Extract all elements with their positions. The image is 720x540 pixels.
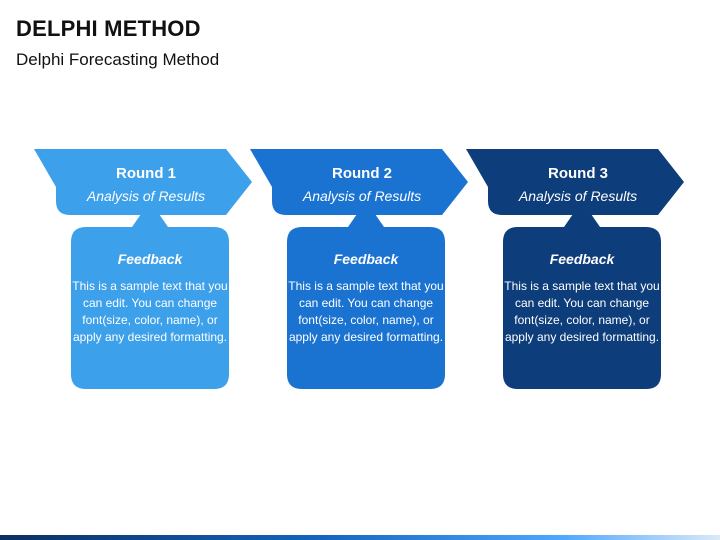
round-2-arrow	[250, 149, 468, 215]
round-2-feedback-card	[287, 214, 445, 389]
round-2-sublabel: Analysis of Results	[302, 188, 422, 204]
round-2-feedback-title: Feedback	[333, 251, 399, 267]
round-1-arrow	[34, 149, 252, 215]
round-2-feedback-text: This is a sample text that you can edit.…	[288, 279, 444, 344]
round-2-label: Round 2	[332, 165, 392, 182]
round-1-label: Round 1	[116, 165, 176, 182]
round-3-sublabel: Analysis of Results	[518, 188, 638, 204]
round-3-label: Round 3	[548, 165, 608, 182]
round-step-2: Round 2 Analysis of Results Feedback Thi…	[246, 0, 486, 540]
bottom-accent-bar	[0, 535, 720, 540]
round-2-shapes	[250, 149, 468, 389]
round-1-feedback-text: This is a sample text that you can edit.…	[72, 279, 228, 344]
page-title: DELPHI METHOD	[16, 16, 201, 41]
round-1-shapes	[34, 149, 252, 389]
page-subtitle: Delphi Forecasting Method	[16, 50, 220, 69]
round-1-feedback-title: Feedback	[117, 251, 183, 267]
round-3-shapes	[466, 149, 684, 389]
round-1-feedback-card	[71, 214, 229, 389]
round-3-feedback-card	[503, 214, 661, 389]
round-step-3: Round 3 Analysis of Results Feedback Thi…	[462, 0, 702, 540]
round-step-1: Round 1 Analysis of Results Feedback Thi…	[30, 0, 270, 540]
round-3-arrow	[466, 149, 684, 215]
round-3-feedback-text: This is a sample text that you can edit.…	[504, 279, 660, 344]
round-1-sublabel: Analysis of Results	[86, 188, 206, 204]
round-3-feedback-title: Feedback	[549, 251, 615, 267]
